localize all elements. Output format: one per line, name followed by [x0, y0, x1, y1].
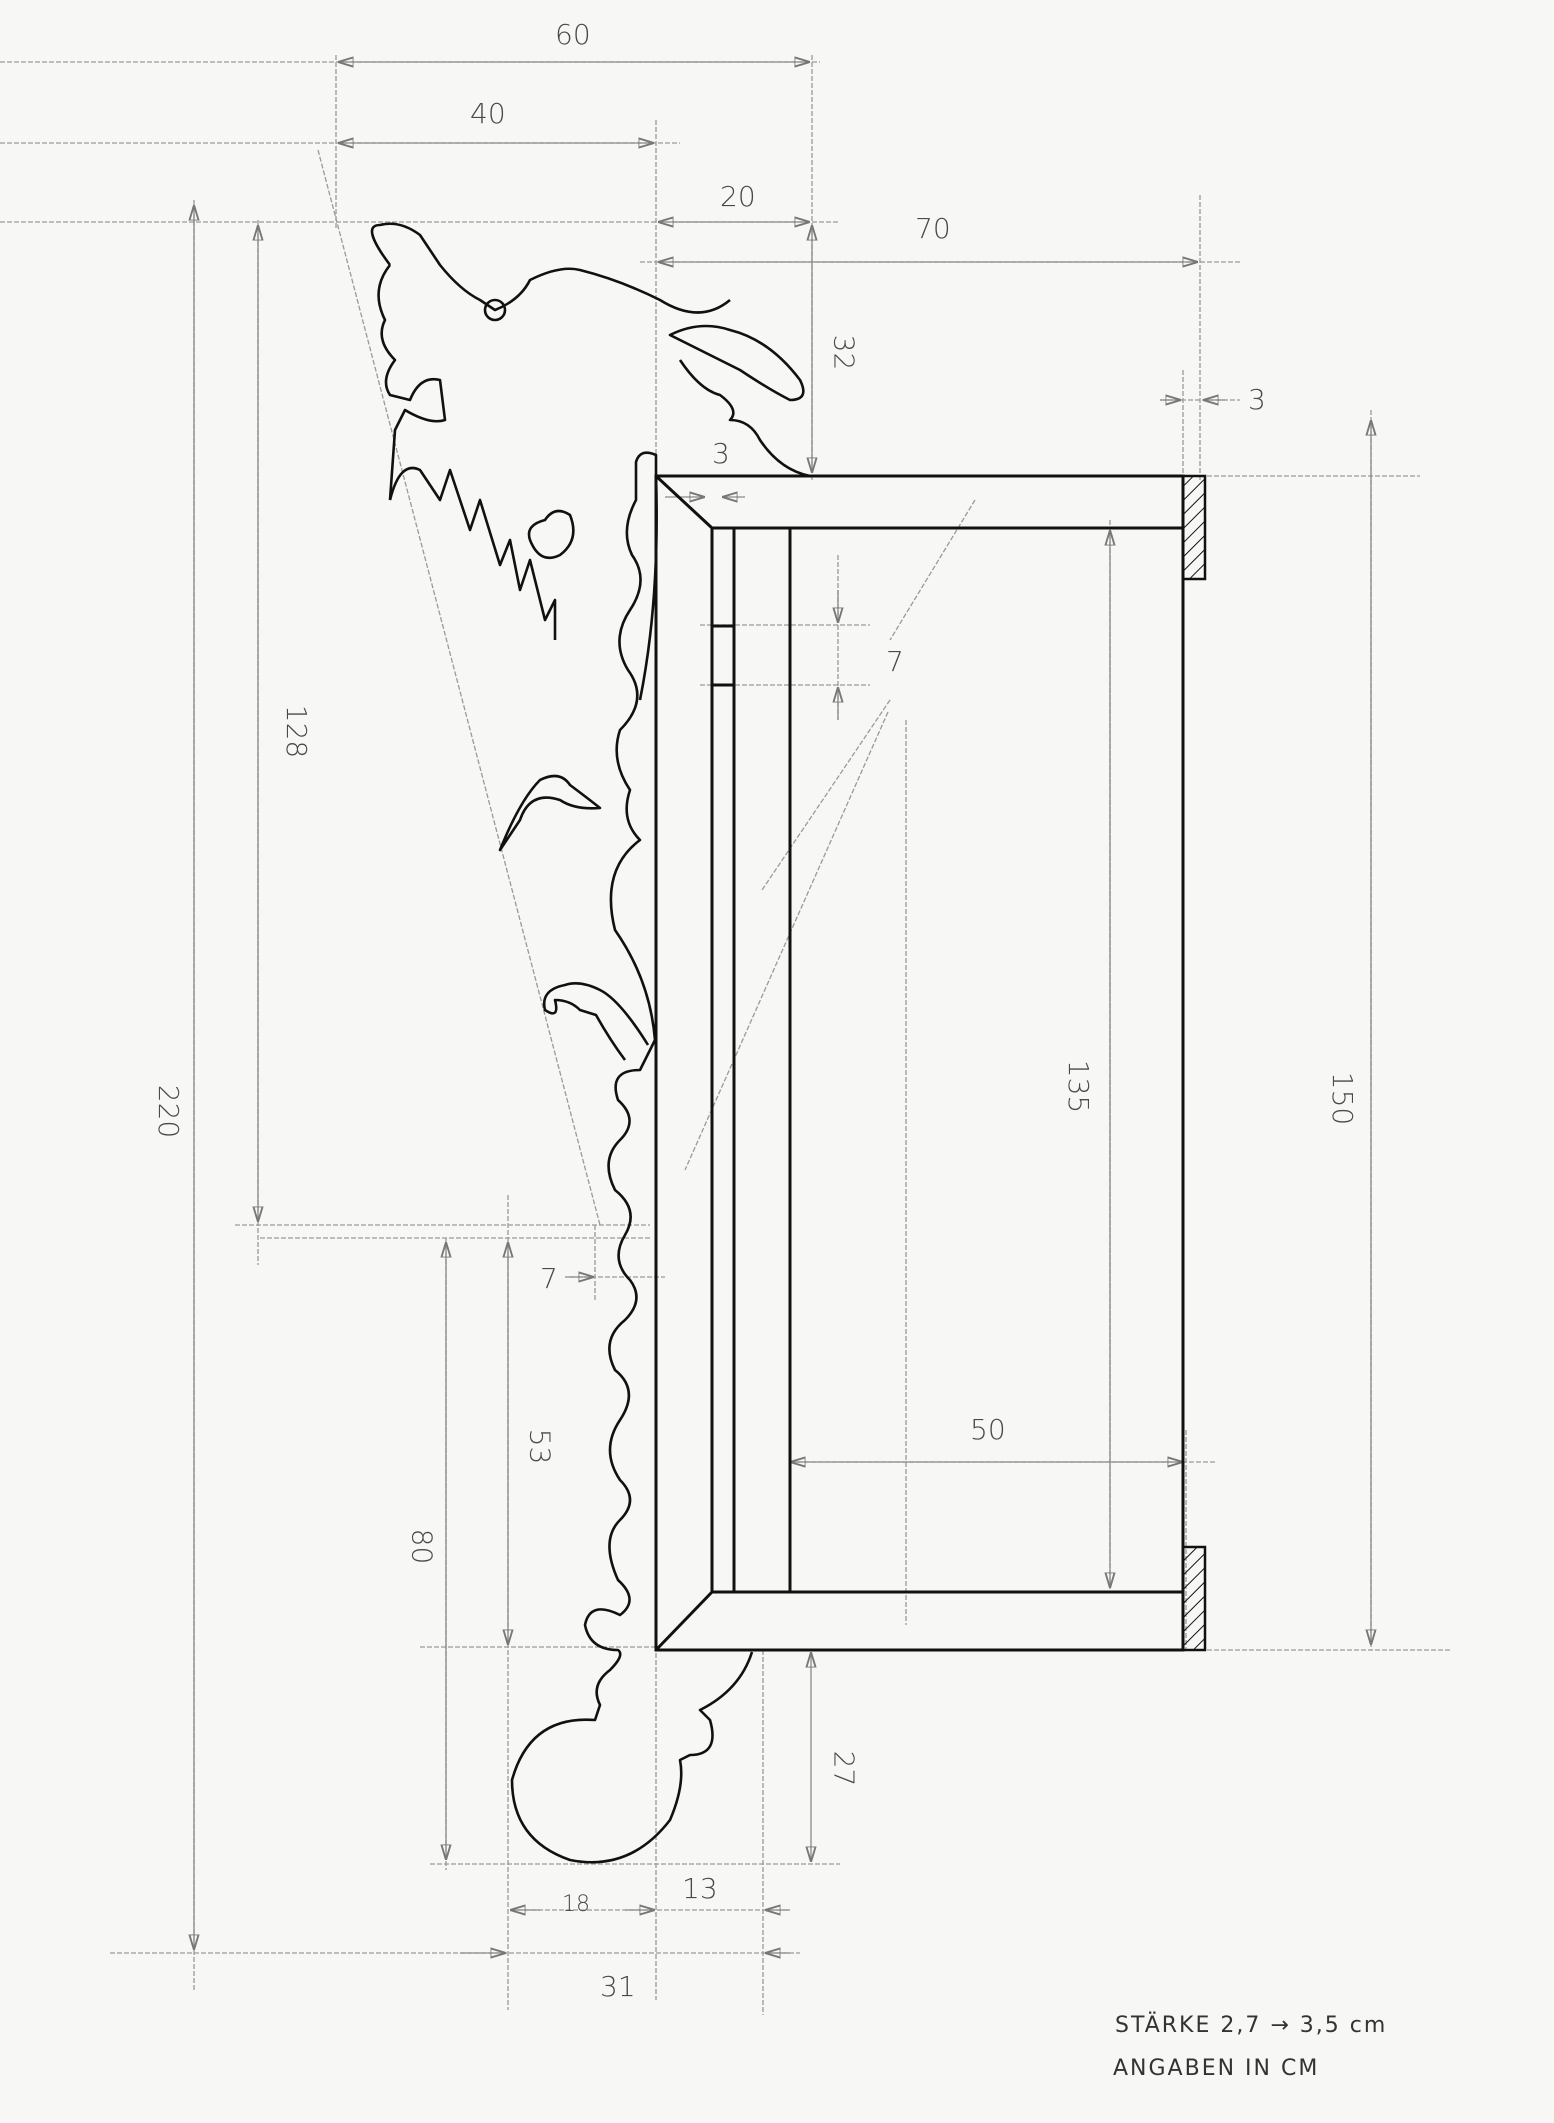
hatched-section-bottom	[1181, 1545, 1207, 1652]
dim-18: 18	[562, 1892, 590, 1917]
dim-80: 80	[405, 1528, 439, 1565]
dim-50: 50	[970, 1413, 1006, 1446]
dim-60: 60	[555, 18, 591, 51]
dim-27: 27	[827, 1750, 861, 1787]
dim-7-slot: 7	[886, 645, 904, 678]
thickness-note: STÄRKE 2,7 → 3,5 cm	[1115, 2013, 1388, 2038]
dim-3-right: 3	[1248, 383, 1266, 416]
hatched-section-top	[1181, 474, 1207, 581]
dim-53: 53	[523, 1428, 557, 1465]
dim-40: 40	[470, 97, 506, 130]
dim-135: 135	[1062, 1059, 1096, 1114]
units-note: ANGABEN IN CM	[1113, 2056, 1320, 2081]
dim-220: 220	[152, 1084, 186, 1139]
dim-128: 128	[280, 704, 314, 759]
dim-20: 20	[720, 180, 756, 213]
dim-31: 31	[600, 1970, 636, 2003]
dim-70: 70	[915, 212, 951, 245]
dim-150: 150	[1326, 1071, 1360, 1126]
dim-3-inner: 3	[712, 437, 730, 470]
bench-frame	[654, 474, 1185, 1652]
construction-lines	[0, 55, 1450, 2015]
dim-13: 13	[682, 1872, 718, 1905]
dim-7-bottom: 7	[540, 1262, 558, 1295]
dim-32: 32	[827, 334, 861, 371]
dragon-silhouette	[370, 222, 811, 1864]
dimension-arrows	[194, 62, 1371, 1953]
